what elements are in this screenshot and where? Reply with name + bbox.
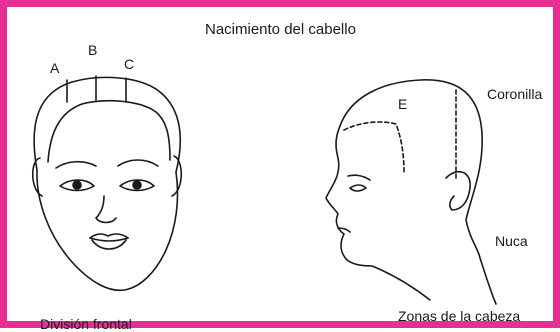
side-eye bbox=[349, 184, 367, 192]
caption-frontal: División frontal bbox=[40, 316, 132, 332]
front-face-outline bbox=[36, 169, 179, 292]
label-a: A bbox=[50, 60, 60, 76]
side-ear bbox=[445, 170, 471, 211]
side-head-outline bbox=[339, 79, 483, 259]
front-left-ear bbox=[31, 157, 43, 197]
front-hairline bbox=[47, 99, 171, 163]
side-head-drawing bbox=[325, 79, 497, 305]
side-neck bbox=[479, 257, 497, 305]
front-nose bbox=[95, 195, 117, 224]
caption-zonas: Zonas de la cabeza bbox=[398, 308, 521, 324]
side-eyebrow bbox=[347, 174, 371, 181]
label-b: B bbox=[88, 42, 98, 58]
label-nuca: Nuca bbox=[495, 233, 528, 249]
front-left-pupil bbox=[72, 180, 82, 190]
front-upper-lip bbox=[89, 233, 129, 239]
label-coronilla: Coronilla bbox=[487, 86, 543, 102]
front-lip-line bbox=[89, 237, 129, 242]
front-right-pupil bbox=[132, 180, 142, 190]
side-hairline bbox=[343, 121, 405, 173]
front-right-eyebrow bbox=[117, 159, 159, 167]
label-e: E bbox=[398, 96, 408, 112]
front-left-eyebrow bbox=[55, 160, 97, 169]
front-head-drawing bbox=[31, 75, 183, 292]
diagram-title: Nacimiento del cabello bbox=[205, 21, 356, 38]
side-profile bbox=[325, 125, 431, 301]
front-hair-outline bbox=[33, 76, 182, 173]
label-c: C bbox=[124, 56, 135, 72]
front-left-eye bbox=[59, 179, 95, 192]
front-right-eye bbox=[119, 179, 155, 192]
side-mouth bbox=[337, 227, 351, 233]
front-right-ear bbox=[171, 155, 183, 197]
front-lower-lip bbox=[91, 239, 127, 250]
